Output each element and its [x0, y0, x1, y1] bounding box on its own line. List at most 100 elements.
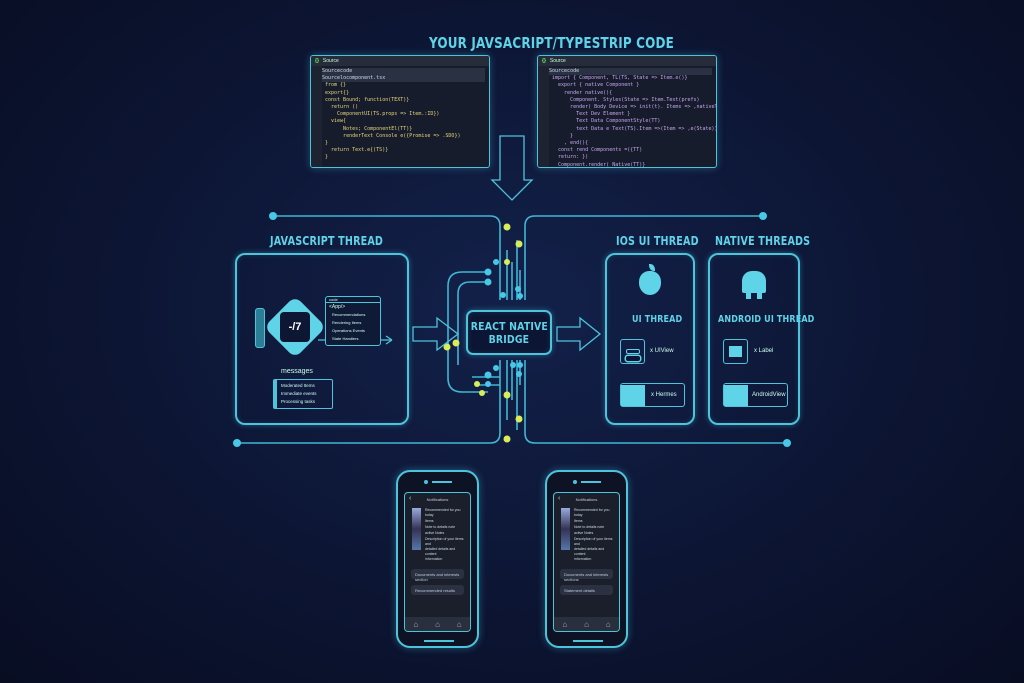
- code-line: export{}: [325, 89, 350, 96]
- ios-item-1: x UIView: [650, 348, 674, 354]
- message-item: Moderated Items: [281, 383, 315, 388]
- breadcrumb: Sourcecode: [322, 68, 485, 76]
- back-icon[interactable]: ‹: [558, 495, 561, 502]
- stack-icon: [620, 339, 645, 364]
- bridge-label-2: BRIDGE: [488, 332, 530, 346]
- code-line: Component. Styles(State => Item.Text(pre…: [552, 96, 700, 103]
- code-line: Notes; ComponentEl(TT)}: [325, 125, 413, 132]
- code-line: const Bound; function(TEXT)}: [325, 96, 410, 103]
- popup-item: Recommendations: [332, 312, 366, 317]
- message-item: Processing tasks: [281, 399, 316, 404]
- code-line: import { Component, TL(TS, State => Item…: [552, 75, 688, 82]
- phone-text-line: Items: [574, 519, 583, 523]
- android-ui-thread-title: ANDROID UI THREAD: [718, 314, 815, 325]
- home-center-icon[interactable]: ⌂: [435, 619, 440, 629]
- ios-thread-label: IOS UI THREAD: [616, 234, 699, 248]
- popup-item: Rendering Items: [332, 320, 362, 325]
- camera-dot-icon: [573, 480, 577, 484]
- home-right-icon[interactable]: ⌂: [605, 619, 611, 629]
- code-line: , end(){: [552, 140, 589, 147]
- phone-text-line: active Notes: [574, 531, 594, 535]
- code-line: }: [325, 154, 329, 161]
- phone-text-line: Description of your items and: [425, 537, 464, 546]
- braces-icon: {}: [542, 58, 546, 64]
- list-field[interactable]: Statement details: [560, 585, 613, 595]
- speaker-icon: [581, 481, 601, 483]
- phone-text-line: Note to details note: [574, 525, 605, 529]
- page-title: YOUR JAVSACRIPT/TYPESTRIP CODE: [429, 34, 674, 52]
- list-field[interactable]: Recommended results: [411, 585, 464, 595]
- avatar-image: [412, 508, 421, 550]
- bridge-label-1: REACT NATIVE: [470, 319, 548, 333]
- code-line: text Data e Text(TS).Item =>(Item => ,e(…: [552, 125, 717, 132]
- code-line: export { native Component }: [552, 82, 640, 89]
- screen-title: Notifications: [426, 497, 449, 502]
- phone-text-line: detailed details and content: [574, 547, 605, 556]
- android-icon: [742, 271, 766, 293]
- popup-title: code: [326, 297, 380, 303]
- back-icon[interactable]: ‹: [409, 495, 412, 502]
- label-icon: [723, 339, 748, 364]
- phone-text-line: Description of your items and: [574, 537, 613, 546]
- native-threads-label: NATIVE THREADS: [715, 234, 811, 248]
- battery-icon: [255, 308, 265, 348]
- native-item-2: AndroidView: [752, 392, 786, 398]
- file-name: Sourcelocomponent.tsx: [322, 75, 485, 83]
- avatar-image: [561, 508, 570, 550]
- code-line: return (): [325, 104, 359, 111]
- android-small-icon: [724, 384, 748, 406]
- message-item: Immediate events: [281, 391, 317, 396]
- code-line: from {}: [325, 82, 347, 89]
- flow-arrows: [318, 135, 602, 352]
- home-indicator: [424, 640, 454, 642]
- phone-text-line: Recommended for you today: [425, 508, 461, 517]
- ios-thread-box: UI THREAD x UIView x Hermes: [605, 253, 695, 425]
- phone-text-line: Items: [425, 519, 434, 523]
- phone-screen: ‹ Notifications Recommended for you toda…: [404, 492, 471, 632]
- home-indicator: [573, 640, 603, 642]
- js-thread-label: JAVASCRIPT THREAD: [270, 234, 384, 248]
- code-line: return Text.e{(TS)}: [325, 147, 389, 154]
- editor-tab[interactable]: Source: [549, 58, 566, 64]
- phone-screen: ‹ Notifications Recommended for you toda…: [553, 492, 620, 632]
- popup-head: <App/>: [329, 304, 346, 310]
- hermes-card: x Hermes: [620, 383, 685, 407]
- home-icon[interactable]: ⌂: [562, 619, 568, 629]
- code-line: renderText Console e({Promise => .SDO}): [325, 132, 461, 139]
- camera-dot-icon: [424, 480, 428, 484]
- code-line: Text Data ComponentStyle(TT): [552, 118, 661, 125]
- list-field[interactable]: Documents and interests sections: [560, 569, 613, 582]
- react-native-bridge: REACT NATIVE BRIDGE: [466, 310, 552, 355]
- apple-leaf-icon: [649, 264, 655, 271]
- home-center-icon[interactable]: ⌂: [584, 619, 589, 629]
- home-right-icon[interactable]: ⌂: [456, 619, 462, 629]
- popup-item: State Handlers: [332, 336, 359, 341]
- code-line: const rend Components =({TT): [552, 147, 643, 154]
- code-line: }: [552, 132, 574, 139]
- phone-text-line: Recommended for you today: [574, 508, 610, 517]
- code-line: }: [325, 140, 329, 147]
- code-line: Component.render( Native(TT)}: [552, 161, 646, 168]
- code-line: ComponentUI(TS.props => Item.:ID}): [325, 111, 440, 118]
- home-icon[interactable]: ⌂: [413, 619, 419, 629]
- speaker-icon: [432, 481, 452, 483]
- code-line: return: }): [552, 154, 589, 161]
- android-view-card: AndroidView: [723, 383, 788, 407]
- phone-text-line: detailed details and content: [425, 547, 456, 556]
- breadcrumb: Sourcecode: [549, 68, 712, 76]
- camera-icon: [621, 384, 645, 406]
- list-field[interactable]: Documents and interests section: [411, 569, 464, 582]
- native-item-1: x Label: [754, 348, 774, 354]
- ios-ui-thread-title: UI THREAD: [632, 314, 683, 325]
- editor-tab[interactable]: Source: [322, 58, 339, 64]
- popup-item: Operations Events: [332, 328, 365, 333]
- code-line: view{: [325, 118, 347, 125]
- code-line: render( Body Device => init(t). Items =>…: [570, 104, 716, 111]
- phone-text-line: information: [425, 557, 443, 561]
